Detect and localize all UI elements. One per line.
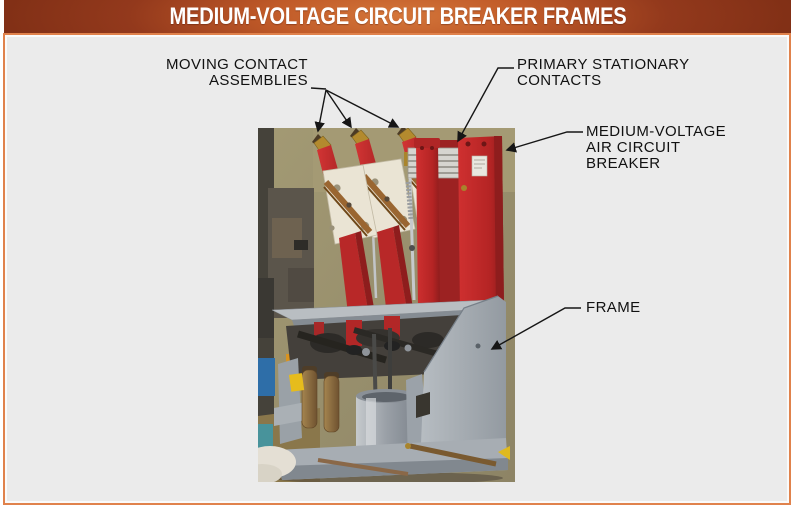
frame-base: [258, 438, 510, 482]
label-line: CONTACTS: [517, 72, 602, 89]
label-line: ASSEMBLIES: [208, 72, 308, 89]
wood-stick: [409, 443, 497, 467]
copper-dashpots: [288, 366, 340, 433]
label-frame: FRAME: [586, 300, 641, 316]
figure-title: MEDIUM-VOLTAGE CIRCUIT BREAKER FRAMES: [169, 2, 626, 30]
label-line: FRAME: [586, 299, 641, 316]
breaker-photo: [258, 128, 515, 482]
label-primary-stationary-contacts: PRIMARY STATIONARY CONTACTS: [517, 57, 690, 89]
label-line: PRIMARY STATIONARY: [517, 56, 690, 73]
label-line: BREAKER: [586, 155, 661, 172]
figure-title-bar: MEDIUM-VOLTAGE CIRCUIT BREAKER FRAMES: [4, 0, 791, 33]
label-line: AIR CIRCUIT: [586, 139, 681, 156]
label-line: MOVING CONTACT: [166, 56, 308, 73]
label-moving-contact-assemblies: MOVING CONTACT ASSEMBLIES: [145, 57, 308, 89]
stationary-contacts-art: [404, 136, 504, 312]
breaker-photo-art: [258, 128, 515, 482]
label-medium-voltage-air-circuit-breaker: MEDIUM-VOLTAGE AIR CIRCUIT BREAKER: [586, 124, 726, 172]
pull-rod: [405, 177, 416, 301]
label-line: MEDIUM-VOLTAGE: [586, 123, 727, 140]
nameplate-sticker: [471, 155, 488, 177]
yellow-tag: [288, 373, 305, 392]
